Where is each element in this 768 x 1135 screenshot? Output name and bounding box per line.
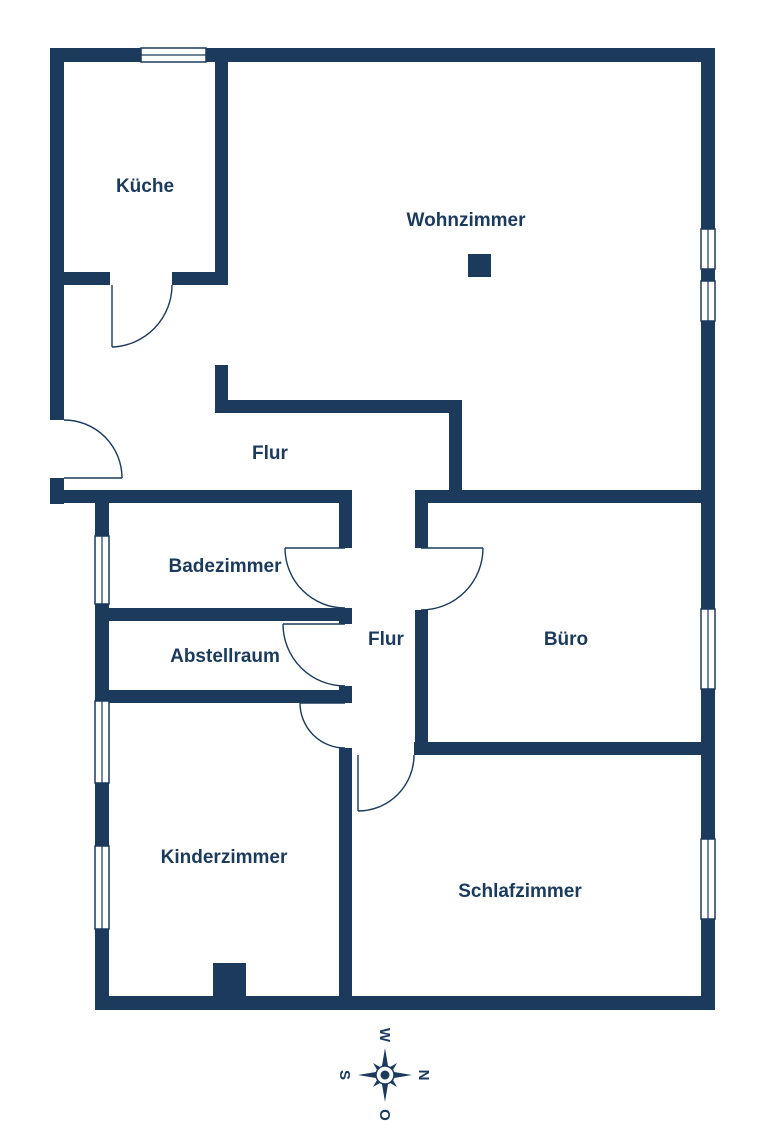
wall-outer-right-e xyxy=(701,919,715,1010)
wall-outer-right-d xyxy=(701,689,715,839)
wall-outer-right-c xyxy=(701,321,715,609)
wall-flur-bottom xyxy=(50,490,352,503)
wall-flur-mitte-left-a xyxy=(339,490,352,548)
chimney-kinderzimmer xyxy=(213,963,246,996)
wall-flur-top xyxy=(215,400,462,413)
room-label-kinderzimmer: Kinderzimmer xyxy=(161,847,288,868)
room-label-badezimmer: Badezimmer xyxy=(169,556,283,577)
wall-kueche-bottom-b xyxy=(172,272,228,285)
room-label-flur-oben: Flur xyxy=(252,443,288,464)
interior-walls xyxy=(50,48,701,1010)
door-kueche xyxy=(111,284,173,348)
window-wohnzimmer-2 xyxy=(700,280,716,322)
window-kinderzimmer-1 xyxy=(94,700,110,784)
compass-center-dot xyxy=(380,1070,390,1080)
window-kueche xyxy=(140,47,207,63)
door-kinderzimmer xyxy=(299,702,346,749)
wall-bade-abstell-divider xyxy=(109,608,352,621)
compass-letter-south: S xyxy=(336,1070,353,1080)
window-buero xyxy=(700,608,716,690)
room-label-kueche: Küche xyxy=(116,176,174,197)
wall-abstell-kinder-divider xyxy=(109,690,352,703)
door-buero xyxy=(420,547,484,611)
door-entrance xyxy=(63,419,123,479)
wall-outer-top-a xyxy=(50,48,141,62)
door-abstellraum xyxy=(282,623,346,687)
wall-schlafzimmer-top xyxy=(414,742,701,755)
wall-buero-left-a xyxy=(415,490,428,548)
window-badezimmer xyxy=(94,535,110,605)
wall-wohnzimmer-left xyxy=(449,400,462,503)
door-badezimmer xyxy=(284,547,346,609)
wall-outer-left-lower-d xyxy=(95,929,109,1010)
wall-outer-bottom xyxy=(95,996,715,1010)
wall-outer-left-lower-c xyxy=(95,783,109,846)
window-wohnzimmer-1 xyxy=(700,228,716,270)
wall-kinder-schlaf-divider xyxy=(339,748,352,1010)
wall-outer-left-lower-b xyxy=(95,604,109,701)
window-kinderzimmer-2 xyxy=(94,845,110,930)
wall-kueche-bottom-a xyxy=(64,272,110,285)
room-label-buero: Büro xyxy=(544,629,588,650)
room-label-abstellraum: Abstellraum xyxy=(170,646,280,667)
wall-outer-top-b xyxy=(206,48,715,62)
door-schlafzimmer xyxy=(357,754,415,812)
doors xyxy=(63,284,484,812)
compass-rose: N O S W xyxy=(336,1028,432,1121)
wall-buero-left-b xyxy=(415,610,428,755)
outer-walls xyxy=(50,48,715,1010)
room-label-flur-mitte: Flur xyxy=(368,629,404,650)
compass-letter-west: W xyxy=(376,1028,393,1043)
room-label-schlafzimmer: Schlafzimmer xyxy=(458,881,582,902)
wall-outer-right-b xyxy=(701,269,715,281)
window-schlafzimmer xyxy=(700,838,716,920)
wall-outer-left-upper-a xyxy=(50,48,64,420)
room-label-wohnzimmer: Wohnzimmer xyxy=(407,210,527,231)
windows xyxy=(94,47,716,930)
chimney-wohnzimmer xyxy=(468,254,491,277)
compass-letter-east: O xyxy=(376,1109,393,1121)
room-labels: Küche Wohnzimmer Flur Badezimmer Abstell… xyxy=(116,176,588,902)
compass-letter-north: N xyxy=(415,1070,432,1081)
wall-outer-right-a xyxy=(701,48,715,229)
wall-buero-top xyxy=(415,490,701,503)
wall-kueche-right xyxy=(215,48,228,285)
